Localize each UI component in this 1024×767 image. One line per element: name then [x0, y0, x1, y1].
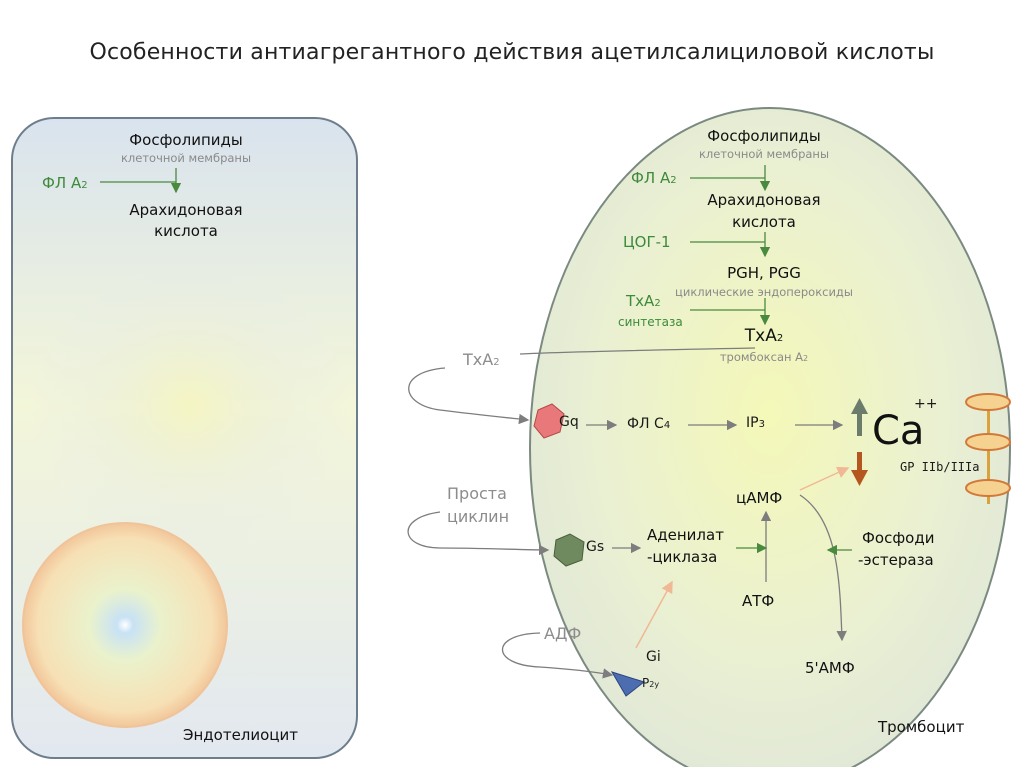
ca-label: Ca	[872, 408, 925, 454]
plt-phospholipids: Фосфолипиды	[707, 127, 821, 145]
ext-prostacyclin-1: Проста	[447, 484, 507, 503]
endo-arachidonic: Арахидоновая	[129, 201, 243, 219]
pgh-pgg: PGH, PGG	[727, 264, 801, 282]
txa2-synthase: TxA2	[626, 292, 661, 310]
endothelial-arrows	[100, 168, 182, 194]
gs-receptor	[553, 533, 585, 567]
ip3-label: IP3	[746, 415, 765, 431]
pde-label-2: -эстераза	[858, 551, 934, 569]
ext-txa2: TxA2	[463, 350, 500, 369]
gq-receptor	[533, 403, 565, 439]
plt-membrane: клеточной мембраны	[698, 147, 830, 161]
adenylate-label-2: -циклаза	[647, 548, 718, 566]
page-title: Особенности антиагрегантного действия ац…	[89, 40, 935, 65]
gp-label: GP IIb/IIIa	[900, 460, 980, 474]
endothelial-label: Эндотелиоцит	[183, 726, 299, 744]
pde-label-1: Фосфоди	[862, 529, 935, 547]
endoperoxides-label: циклические эндопероксиды	[675, 285, 853, 299]
gp-receptors	[965, 393, 1011, 504]
endothelial-nucleus	[22, 522, 228, 728]
platelet-arrows	[407, 165, 852, 679]
synthase-label: синтетаза	[618, 315, 683, 329]
plt-arachidonic: Арахидоновая	[707, 191, 821, 209]
cox1-label: ЦОГ-1	[623, 233, 671, 251]
atp-label: АТФ	[742, 592, 775, 610]
gi-label: Gi	[646, 649, 661, 665]
gq-label: Gq	[559, 414, 579, 430]
p2y-label: P2y	[642, 676, 660, 690]
thromboxane-label: тромбоксан А2	[719, 350, 809, 364]
endo-membrane: клеточной мембраны	[120, 151, 252, 165]
endo-phospholipids: Фосфолипиды	[129, 131, 243, 149]
amp5-label: 5'АМФ	[805, 659, 855, 677]
ext-prostacyclin-2: циклин	[447, 507, 510, 526]
txa2-product: TxA2	[744, 326, 784, 346]
ca-charge: ++	[914, 396, 938, 412]
plc4-label: ФЛ С4	[627, 416, 671, 432]
gs-label: Gs	[586, 539, 605, 555]
ext-adp: АДФ	[544, 624, 582, 643]
p2y-receptor	[610, 671, 646, 697]
ca-arrows	[851, 398, 868, 486]
adenylate-label-1: Аденилат	[647, 526, 724, 544]
plt-pla2: ФЛ А2	[631, 169, 677, 187]
camp-label: цАМФ	[736, 489, 783, 507]
plt-acid: кислота	[732, 213, 796, 231]
endo-acid: кислота	[154, 222, 218, 240]
platelet-label: Тромбоцит	[878, 718, 965, 736]
endo-pla2: ФЛ А2	[42, 174, 88, 192]
platelet-cell	[529, 107, 1011, 767]
